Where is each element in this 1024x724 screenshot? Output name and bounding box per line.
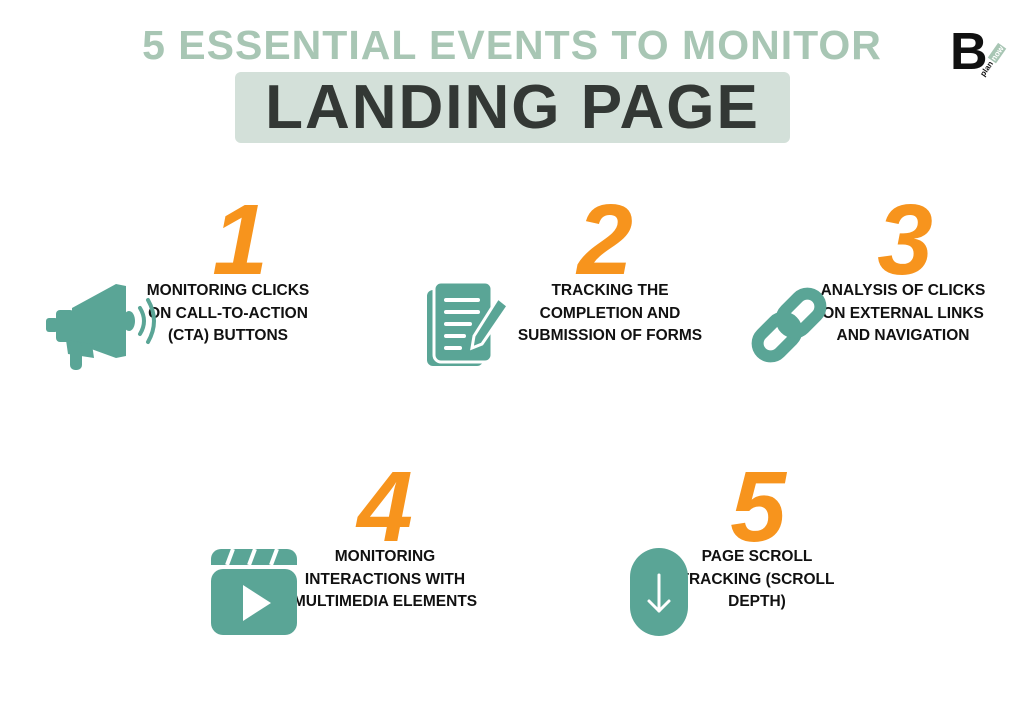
plan-now-logo: B plan now [950, 25, 1007, 80]
event-4-label: MONITORING INTERACTIONS WITH MULTIMEDIA … [292, 548, 478, 611]
title: 5 ESSENTIAL EVENTS TO MONITOR [142, 22, 882, 68]
video-play-icon [211, 548, 297, 635]
form-pencil-icon [427, 280, 509, 366]
event-1-label: MONITORING CLICKS ON CALL-TO-ACTION (CTA… [146, 282, 310, 345]
event-2-number: 2 [577, 184, 633, 296]
megaphone-icon [46, 284, 156, 370]
link-icon [751, 287, 827, 363]
subtitle: LANDING PAGE [265, 73, 760, 142]
event-3-number: 3 [877, 184, 933, 296]
event-2-label: TRACKING THE COMPLETION AND SUBMISSION O… [517, 282, 703, 345]
scroll-down-icon [630, 548, 688, 636]
event-5-number: 5 [730, 451, 786, 563]
svg-text:B: B [950, 25, 988, 80]
event-5-label: PAGE SCROLL TRACKING (SCROLL DEPTH) [679, 548, 835, 611]
svg-text:now: now [989, 44, 1006, 63]
subtitle-band [235, 72, 790, 143]
event-4-number: 4 [357, 451, 413, 563]
event-3-label: ANALYSIS OF CLICKS ON EXTERNAL LINKS AND… [820, 282, 986, 345]
event-1-number: 1 [212, 184, 268, 296]
